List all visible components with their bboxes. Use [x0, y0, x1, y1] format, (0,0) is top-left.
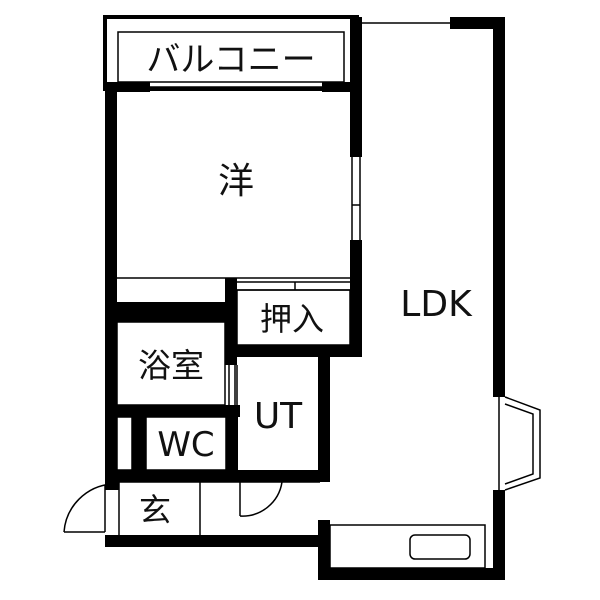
bay-window-inner [504, 403, 534, 485]
kitchen-sink [409, 534, 471, 560]
western-room-label: 洋 [218, 161, 254, 202]
balcony-inner-outline [117, 31, 345, 83]
entrance-label: 玄 [139, 491, 171, 529]
wall-bottom-right [318, 568, 505, 580]
wall-wc-left [132, 417, 146, 472]
closet-inner [236, 289, 351, 346]
wall-balcony-bottom [105, 82, 150, 92]
room-labels: バルコニー 洋 押入 LDK 浴室 UT WC 玄 [138, 40, 473, 529]
wc-side-storage [116, 416, 133, 471]
bathroom-label: 浴室 [138, 346, 204, 385]
wall-ldk-top-right [450, 17, 505, 29]
wall-ut-bottom [225, 470, 330, 482]
utility-label: UT [254, 396, 303, 437]
wall-wc-bottom [105, 470, 235, 482]
bay-window-outer [504, 396, 541, 491]
wall-kitchen-left [318, 520, 330, 580]
thin-lines [63, 22, 541, 569]
wall-bottom-left [105, 535, 330, 547]
toilet-label: WC [157, 425, 214, 465]
wall-wc-right [226, 417, 238, 472]
wall-closet-left [225, 278, 237, 358]
bath-inner [116, 321, 226, 406]
wall-mid-vertical [350, 17, 362, 157]
wall-bath-top [105, 314, 230, 322]
wall-balcony-bottom-right [322, 82, 362, 92]
wall-right-lower [493, 490, 505, 580]
wall-closet-bottom [225, 345, 362, 357]
wall-right-upper [493, 17, 505, 397]
wall-entrance-left [105, 482, 119, 490]
kitchen-counter [329, 524, 486, 569]
walls [105, 17, 505, 580]
wall-ut-left-upper [225, 345, 237, 365]
ldk-label: LDK [400, 284, 473, 325]
wall-mid-vertical-lower [350, 240, 362, 355]
balcony-label: バルコニー [146, 40, 315, 80]
wall-ldk-top [350, 17, 362, 29]
front-door-arc [63, 483, 113, 533]
wall-western-bottom [105, 302, 225, 314]
wall-bath-bottom [105, 405, 240, 417]
ut-door-arc [239, 481, 283, 517]
wc-inner [145, 416, 227, 471]
wall-ut-right [318, 350, 330, 482]
wall-left [105, 85, 117, 485]
closet-label: 押入 [260, 300, 324, 338]
